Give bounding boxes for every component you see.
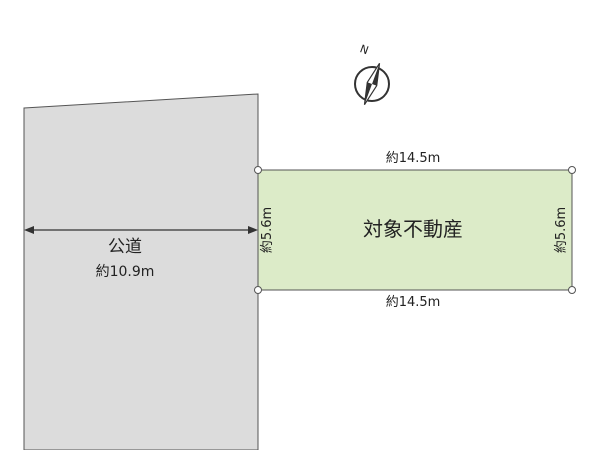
corner-marker-bottom-right (568, 286, 576, 294)
north-arrow-icon: N (354, 42, 390, 105)
north-label: N (358, 42, 370, 57)
parcel-left-length: 約5.6m (260, 207, 275, 253)
road-width-label: 約10.9m (96, 264, 155, 280)
road-name: 公道 (108, 237, 142, 257)
parcel-name: 対象不動産 (363, 217, 463, 241)
road-area (23, 93, 259, 450)
subject-parcel (257, 169, 573, 291)
corner-marker-top-right (568, 166, 576, 174)
parcel-right-length: 約5.6m (554, 207, 569, 253)
parcel-bottom-length: 約14.5m (386, 295, 441, 310)
parcel-top-length: 約14.5m (386, 151, 441, 166)
road-width-arrow (24, 226, 258, 234)
corner-marker-top-left (254, 166, 262, 174)
corner-marker-bottom-left (254, 286, 262, 294)
